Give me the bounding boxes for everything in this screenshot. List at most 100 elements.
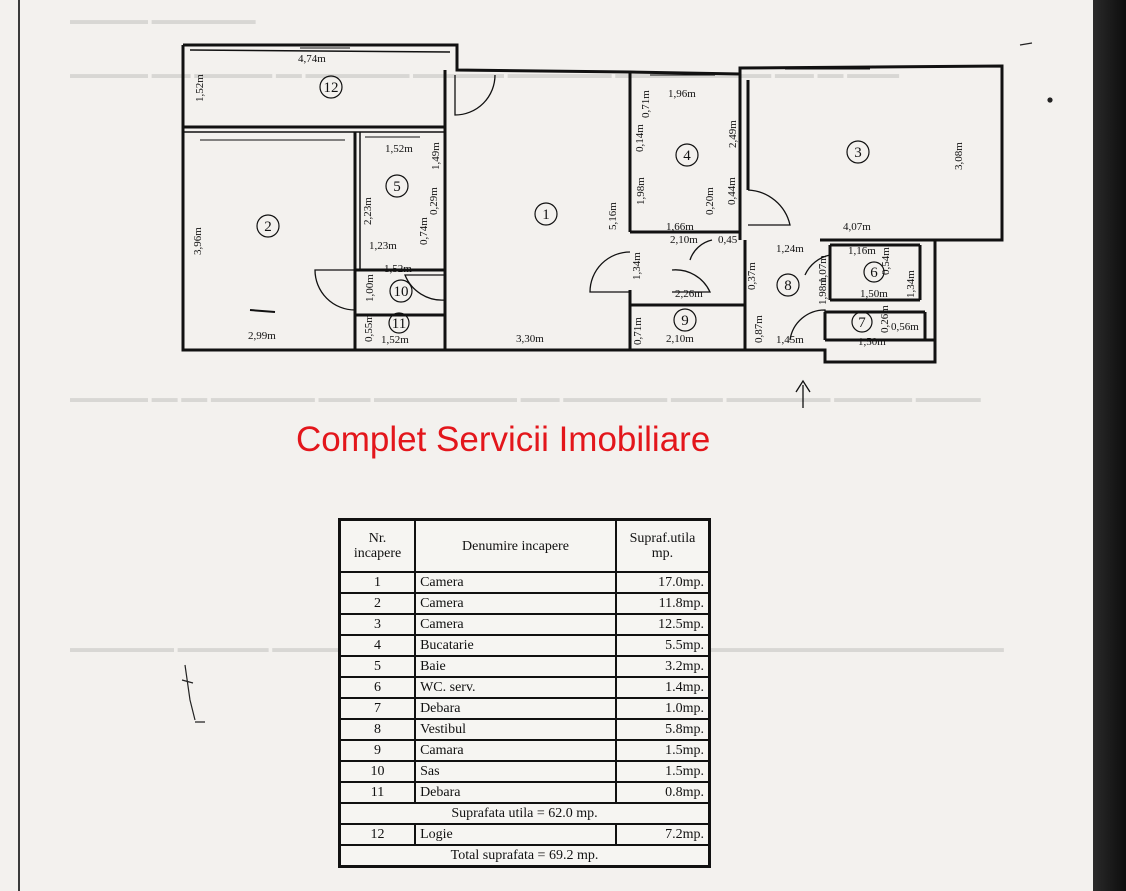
dim-label: 0,45 bbox=[718, 234, 738, 246]
dimension-labels: 4,74m 1,52m 3,96m 2,99m 1,52m 1,49m 2,23… bbox=[192, 53, 965, 348]
room-number: 10 bbox=[394, 284, 409, 300]
room-number-cell: 4 bbox=[338, 634, 417, 657]
useful-total-row: Suprafata utila = 62.0 mp. bbox=[338, 802, 711, 825]
header-room-number: Nr. incapere bbox=[338, 518, 417, 573]
dim-label: 1,45m bbox=[776, 334, 804, 346]
agency-watermark: Complet Servicii Imobiliare bbox=[296, 420, 711, 459]
room-number-cell: 1 bbox=[338, 571, 417, 594]
room-name-cell: Bucatarie bbox=[414, 634, 617, 657]
dim-label: 1,52m bbox=[384, 263, 412, 275]
room-number-cell: 9 bbox=[338, 739, 417, 762]
room-name-cell: Logie bbox=[414, 823, 617, 846]
room-number: 1 bbox=[542, 207, 550, 223]
room-area-cell: 7.2mp. bbox=[614, 823, 711, 846]
dim-label: 0,20m bbox=[704, 187, 716, 215]
room-numbers: 1 2 3 4 5 6 7 8 9 10 11 12 bbox=[264, 80, 878, 332]
room-number-cell: 11 bbox=[338, 781, 417, 804]
dim-label: 0,44m bbox=[726, 177, 738, 205]
dim-label: 1,52m bbox=[194, 74, 206, 102]
room-number-circles bbox=[256, 75, 885, 334]
room-name-cell: Camera bbox=[414, 592, 617, 615]
room-name-cell: Debara bbox=[414, 697, 617, 720]
dim-label: 1,98m bbox=[635, 177, 647, 205]
room-number-cell: 7 bbox=[338, 697, 417, 720]
dim-label: 1,52m bbox=[381, 334, 409, 346]
room-area-cell: 17.0mp. bbox=[614, 571, 711, 594]
bleed-through-text: ▬▬▬▬▬▬ ▬▬▬▬▬▬▬▬ bbox=[70, 12, 256, 27]
dim-label: 2,26m bbox=[675, 288, 703, 300]
dim-label: 3,30m bbox=[516, 333, 544, 345]
room-number: 4 bbox=[683, 148, 691, 164]
dim-label: 2,23m bbox=[362, 197, 374, 225]
table-row: 12 Logie 7.2mp. bbox=[338, 823, 711, 846]
room-number-cell: 10 bbox=[338, 760, 417, 783]
page-margin-line bbox=[18, 0, 20, 891]
dim-label: 0,54m bbox=[880, 247, 892, 275]
dim-label: 1,98m bbox=[817, 277, 829, 305]
dim-label: 1,50m bbox=[858, 336, 886, 348]
room-name-cell: Camera bbox=[414, 571, 617, 594]
walls bbox=[181, 43, 1004, 364]
dim-label: 3,08m bbox=[953, 142, 965, 170]
room-area-cell: 11.8mp. bbox=[614, 592, 711, 615]
dim-label: 0,37m bbox=[746, 262, 758, 290]
dim-label: 0,55m bbox=[363, 314, 375, 342]
room-name-cell: Sas bbox=[414, 760, 617, 783]
dim-label: 1,52m bbox=[385, 143, 413, 155]
header-room-name: Denumire incapere bbox=[414, 518, 617, 573]
entrance-arrow-icon bbox=[795, 379, 811, 408]
room-area-cell: 0.8mp. bbox=[614, 781, 711, 804]
room-number: 5 bbox=[393, 179, 401, 195]
room-name-cell: Debara bbox=[414, 781, 617, 804]
room-name-cell: Camera bbox=[414, 613, 617, 636]
dim-label: 1,50m bbox=[860, 288, 888, 300]
grand-total-row: Total suprafata = 69.2 mp. bbox=[338, 844, 711, 868]
bleed-through-text: ▬▬▬▬▬▬ ▬▬▬ ▬▬▬▬▬▬ ▬▬ ▬▬▬▬▬▬▬▬ ▬▬▬▬▬▬▬ ▬▬… bbox=[70, 66, 900, 81]
bleed-through-text: ▬▬▬▬▬▬ ▬▬ ▬▬ ▬▬▬▬▬▬▬▬ ▬▬▬▬ ▬▬▬▬▬▬▬▬▬▬▬ ▬… bbox=[70, 390, 981, 405]
dim-label: 0,71m bbox=[632, 317, 644, 345]
doors bbox=[314, 74, 831, 341]
dim-label: 1,16m bbox=[848, 245, 876, 257]
room-number-cell: 2 bbox=[338, 592, 417, 615]
dim-label: 1,49m bbox=[430, 142, 442, 170]
room-area-cell: 3.2mp. bbox=[614, 655, 711, 678]
dim-label: 0,26m bbox=[879, 305, 891, 333]
room-number: 3 bbox=[854, 145, 862, 161]
room-name-cell: Baie bbox=[414, 655, 617, 678]
dim-label: 1,34m bbox=[631, 252, 643, 280]
dim-label: 1,23m bbox=[369, 240, 397, 252]
dim-label: 0,71m bbox=[640, 90, 652, 118]
room-area-cell: 12.5mp. bbox=[614, 613, 711, 636]
room-area-cell: 1.4mp. bbox=[614, 676, 711, 699]
pen-mark bbox=[181, 42, 1053, 723]
room-name-cell: Vestibul bbox=[414, 718, 617, 741]
room-number-cell: 8 bbox=[338, 718, 417, 741]
room-number-cell: 5 bbox=[338, 655, 417, 678]
room-number-cell: 6 bbox=[338, 676, 417, 699]
dim-label: 5,16m bbox=[607, 202, 619, 230]
room-area-cell: 5.5mp. bbox=[614, 634, 711, 657]
room-number-cell: 3 bbox=[338, 613, 417, 636]
table-header-row: Nr. incapere Denumire incapere Supraf.ut… bbox=[338, 518, 711, 573]
room-area-cell: 1.5mp. bbox=[614, 739, 711, 762]
room-name-cell: Camara bbox=[414, 739, 617, 762]
dim-label: 3,96m bbox=[192, 227, 204, 255]
room-number: 12 bbox=[324, 80, 339, 96]
dim-label: 2,10m bbox=[670, 234, 698, 246]
room-number: 8 bbox=[784, 278, 792, 294]
grand-total: Total suprafata = 69.2 mp. bbox=[338, 844, 711, 868]
dim-label: 2,99m bbox=[248, 330, 276, 342]
dim-label: 1,24m bbox=[776, 243, 804, 255]
room-area-cell: 1.0mp. bbox=[614, 697, 711, 720]
floor-plan: 4,74m 1,52m 3,96m 2,99m 1,52m 1,49m 2,23… bbox=[181, 42, 1053, 723]
windows bbox=[200, 43, 870, 313]
